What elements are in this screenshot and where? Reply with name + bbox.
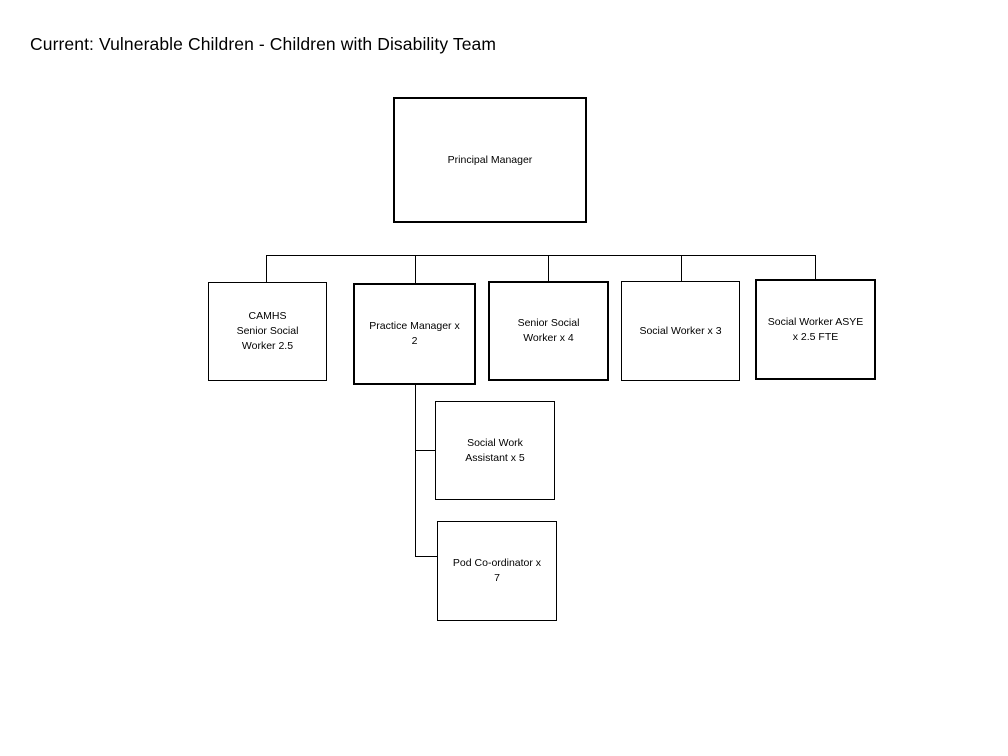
- node-label: Social Worker ASYE x 2.5 FTE: [767, 315, 864, 343]
- connector-drop-camhs: [266, 255, 267, 282]
- node-senior-social-worker[interactable]: Senior Social Worker x 4: [488, 281, 609, 381]
- node-practice-manager[interactable]: Practice Manager x 2: [353, 283, 476, 385]
- node-social-work-assistant[interactable]: Social Work Assistant x 5: [435, 401, 555, 500]
- node-principal-manager[interactable]: Principal Manager: [393, 97, 587, 223]
- node-label: CAMHS Senior Social Worker 2.5: [236, 310, 299, 352]
- node-label: Senior Social Worker x 4: [517, 317, 580, 344]
- node-social-worker-asye[interactable]: Social Worker ASYE x 2.5 FTE: [755, 279, 876, 380]
- node-pod-co-ordinator[interactable]: Pod Co-ordinator x 7: [437, 521, 557, 621]
- page-title: Current: Vulnerable Children - Children …: [30, 34, 497, 54]
- connector-drop-practice-manager: [415, 255, 416, 283]
- connector-bus-horizontal: [266, 255, 816, 256]
- node-label: Social Work Assistant x 5: [465, 436, 525, 464]
- connector-elbow-social-work-assistant: [415, 450, 436, 451]
- connector-elbow-pod-co-ordinator: [415, 556, 438, 557]
- node-camhs-senior-social-worker[interactable]: CAMHS Senior Social Worker 2.5: [208, 282, 327, 381]
- connector-drop-senior-social-worker: [548, 255, 549, 281]
- connector-stem-practice-manager: [415, 385, 416, 557]
- node-label: Principal Manager: [447, 153, 533, 166]
- node-label: Social Worker x 3: [639, 324, 722, 337]
- node-label: Practice Manager x 2: [369, 320, 460, 347]
- node-social-worker[interactable]: Social Worker x 3: [621, 281, 740, 381]
- connector-drop-social-worker-asye: [815, 255, 816, 279]
- node-label: Pod Co-ordinator x 7: [452, 557, 542, 584]
- connector-drop-social-worker: [681, 255, 682, 281]
